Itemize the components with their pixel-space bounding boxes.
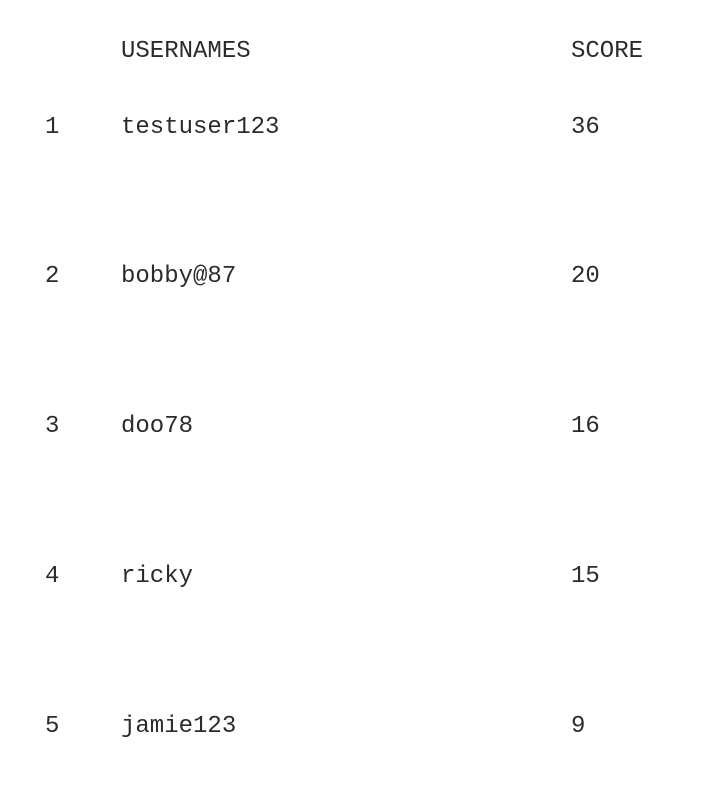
rank-cell: 2 bbox=[45, 263, 60, 290]
score-cell: 9 bbox=[571, 713, 586, 740]
column-header-usernames: USERNAMES bbox=[121, 38, 251, 65]
score-cell: 15 bbox=[571, 563, 600, 590]
score-cell: 36 bbox=[571, 114, 600, 141]
rank-cell: 5 bbox=[45, 713, 60, 740]
username-cell: doo78 bbox=[121, 413, 194, 440]
username-cell: ricky bbox=[121, 563, 194, 590]
rank-cell: 3 bbox=[45, 413, 60, 440]
score-cell: 20 bbox=[571, 263, 600, 290]
rank-cell: 4 bbox=[45, 563, 60, 590]
rank-cell: 1 bbox=[45, 114, 60, 141]
score-cell: 16 bbox=[571, 413, 600, 440]
column-header-score: SCORE bbox=[571, 38, 644, 65]
username-cell: bobby@87 bbox=[121, 263, 237, 290]
username-cell: jamie123 bbox=[121, 713, 237, 740]
username-cell: testuser123 bbox=[121, 114, 280, 141]
